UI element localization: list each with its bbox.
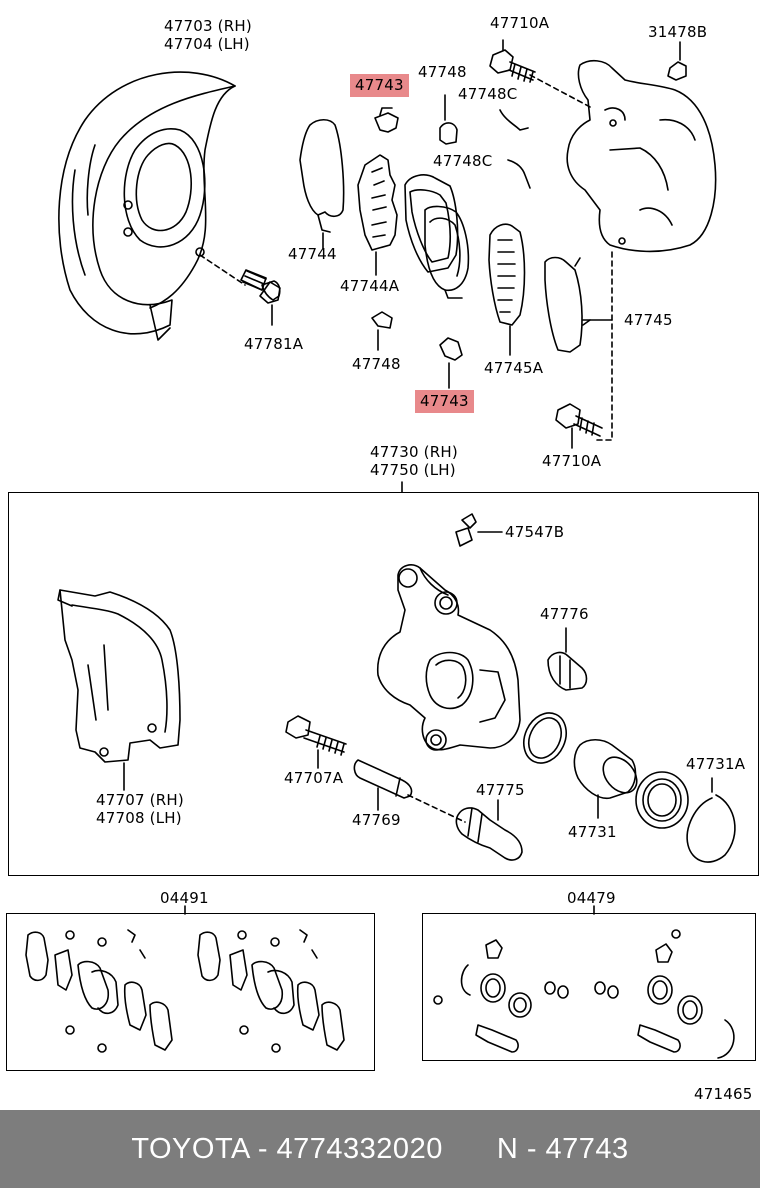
shim-47745-drawing [544, 256, 591, 353]
footer-brand-part: TOYOTA - 4774332020 [131, 1132, 443, 1165]
label-47748c-b[interactable]: 47748C [433, 152, 493, 170]
plug-31478b-drawing [667, 61, 687, 81]
label-47745a[interactable]: 47745A [484, 359, 544, 377]
footer-bar: TOYOTA - 4774332020 N - 47743 [0, 1110, 760, 1188]
label-47748c-a[interactable]: 47748C [458, 85, 518, 103]
kit-04479-drawing [433, 929, 735, 1059]
kit-04491-box [6, 913, 375, 1071]
label-47744a[interactable]: 47744A [340, 277, 400, 295]
brake-pad-drawing [404, 174, 470, 299]
label-47744[interactable]: 47744 [288, 245, 337, 263]
label-47703[interactable]: 47703 (RH) [164, 17, 252, 35]
label-47745[interactable]: 47745 [624, 311, 673, 329]
spring-47748-top-drawing [439, 122, 458, 145]
label-47704[interactable]: 47704 (LH) [164, 35, 250, 53]
bleeder-47547b-drawing [455, 513, 477, 547]
label-47547b[interactable]: 47547B [505, 523, 565, 541]
label-47730[interactable]: 47730 (RH) [370, 443, 458, 461]
piston-boot-drawing [635, 771, 689, 829]
bolt-47707a-drawing [285, 715, 347, 756]
seal-ring-drawing [523, 712, 567, 764]
bolt-47781a-drawing [240, 269, 281, 304]
spring-47748-bottom-drawing [371, 311, 393, 329]
dust-shield-drawing [58, 71, 236, 341]
shim-47745a-drawing [488, 223, 526, 326]
ring-47731a-drawing [686, 794, 736, 863]
footer-text: TOYOTA - 4774332020 N - 47743 [131, 1133, 628, 1166]
shim-47744a-drawing [357, 154, 398, 251]
bolt-47710a-bottom-drawing [555, 403, 603, 437]
label-47743-bottom-highlighted[interactable]: 47743 [415, 390, 474, 413]
clip-47743-bottom-drawing [439, 337, 463, 361]
label-47748-bottom[interactable]: 47748 [352, 355, 401, 373]
spring-47748c-drawing [499, 109, 531, 189]
label-47708[interactable]: 47708 (LH) [96, 809, 182, 827]
label-47731a[interactable]: 47731A [686, 755, 746, 773]
clip-47743-top-drawing [374, 107, 399, 133]
label-47769[interactable]: 47769 [352, 811, 401, 829]
label-47710a-bottom[interactable]: 47710A [542, 452, 602, 470]
shim-47744-drawing [299, 118, 345, 233]
bolt-47710a-top-drawing [489, 49, 536, 83]
label-47750[interactable]: 47750 (LH) [370, 461, 456, 479]
label-47748-top[interactable]: 47748 [418, 63, 467, 81]
caliper-top-drawing [566, 59, 717, 253]
exploded-parts-diagram [25, 39, 736, 1059]
pin-47769-drawing [353, 759, 413, 799]
kit-04491-drawing [25, 929, 345, 1053]
boot-47776-drawing [547, 651, 588, 691]
label-figure-ref: 471465 [694, 1085, 753, 1103]
mounting-47707-drawing [57, 589, 181, 763]
label-04491[interactable]: 04491 [160, 889, 209, 907]
label-31478b[interactable]: 31478B [648, 23, 708, 41]
label-47775[interactable]: 47775 [476, 781, 525, 799]
caliper-assembly-box [8, 492, 759, 876]
label-47743-top-highlighted[interactable]: 47743 [350, 74, 409, 97]
piston-47731-drawing [573, 738, 638, 800]
label-47707a[interactable]: 47707A [284, 769, 344, 787]
boot-47775-drawing [455, 807, 523, 861]
label-47776[interactable]: 47776 [540, 605, 589, 623]
footer-number: N - 47743 [496, 1132, 629, 1165]
label-47707[interactable]: 47707 (RH) [96, 791, 184, 809]
caliper-body-drawing [376, 564, 521, 751]
label-47710a-top[interactable]: 47710A [490, 14, 550, 32]
label-47781a[interactable]: 47781A [244, 335, 304, 353]
label-04479[interactable]: 04479 [567, 889, 616, 907]
label-47731[interactable]: 47731 [568, 823, 617, 841]
kit-04479-box [422, 913, 756, 1061]
